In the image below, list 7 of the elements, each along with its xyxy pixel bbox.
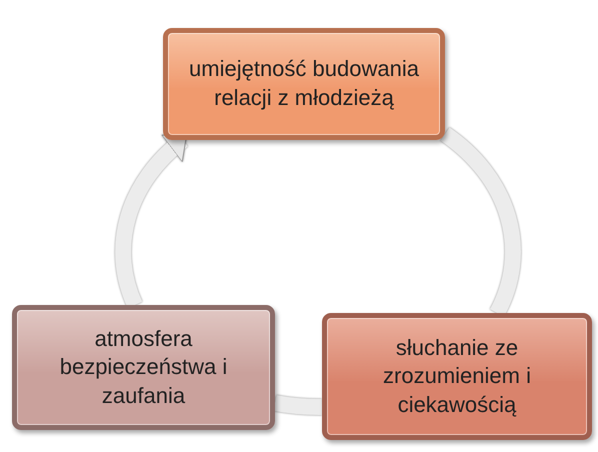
box-text: atmosfera bezpieczeństwa i zaufania xyxy=(58,324,228,410)
box-text: umiejętność budowania relacji z młodzieżą xyxy=(188,55,420,112)
process-box xyxy=(322,313,592,440)
process-box xyxy=(12,305,275,430)
cycle-arrow xyxy=(115,134,188,308)
box-text: słuchanie ze zrozumieniem i ciekawością xyxy=(382,334,532,419)
process-box xyxy=(163,28,445,140)
